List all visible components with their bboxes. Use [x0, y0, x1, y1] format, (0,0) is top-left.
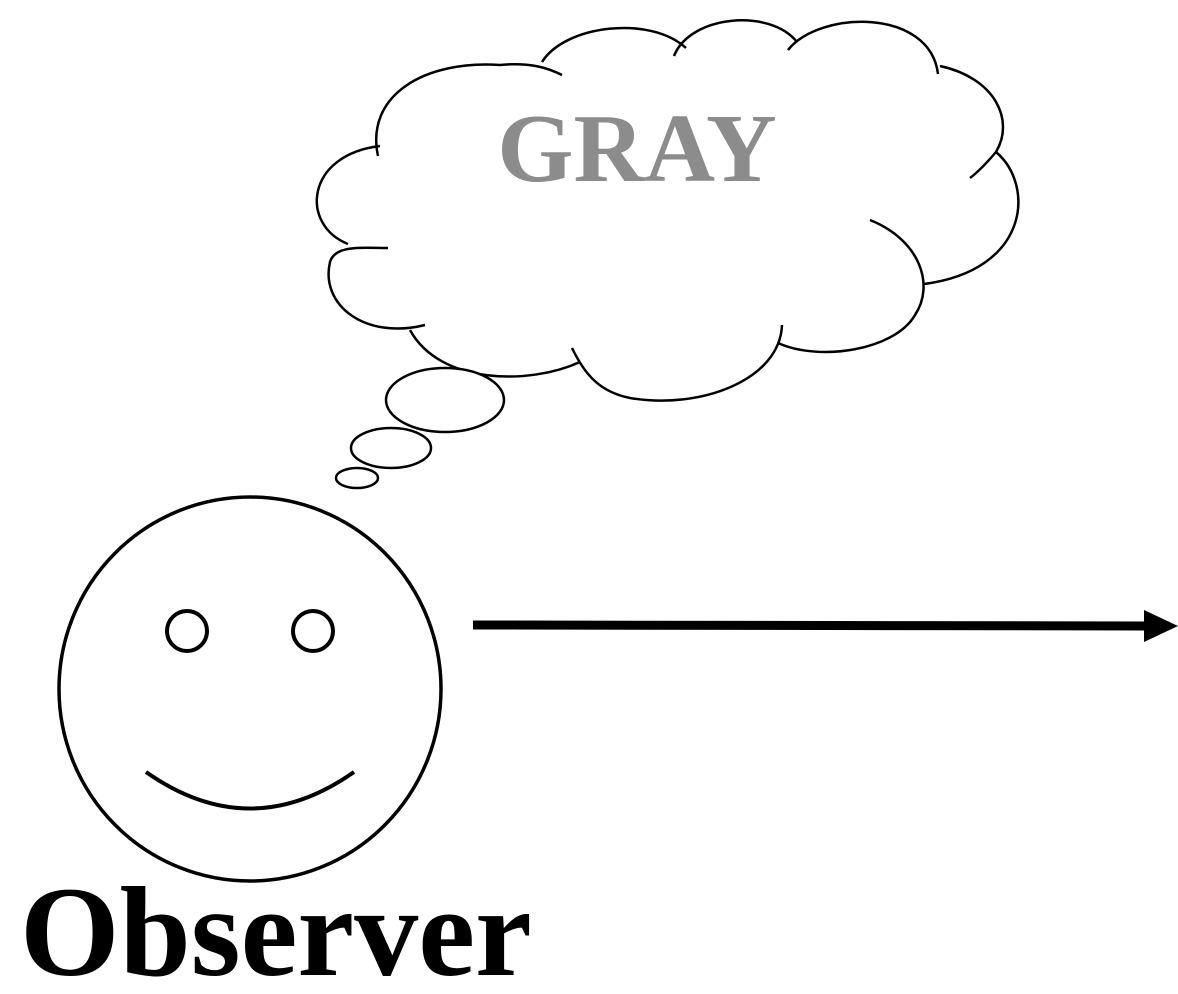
thought-bubbles: [336, 368, 504, 488]
observer-label: Observer: [20, 861, 532, 994]
direction-arrow: [473, 610, 1178, 642]
thought-cloud: [311, 20, 1018, 401]
face-outline: [59, 497, 441, 881]
thought-cloud-body: [311, 20, 1016, 394]
thought-bubble-small: [336, 468, 378, 488]
thought-bubble-medium: [351, 428, 431, 468]
observer-face: [59, 497, 441, 881]
thought-text: GRAY: [497, 95, 777, 203]
arrow-head-icon: [1144, 610, 1178, 642]
thought-bubble-large: [386, 368, 504, 432]
arrow-shaft: [473, 625, 1150, 626]
